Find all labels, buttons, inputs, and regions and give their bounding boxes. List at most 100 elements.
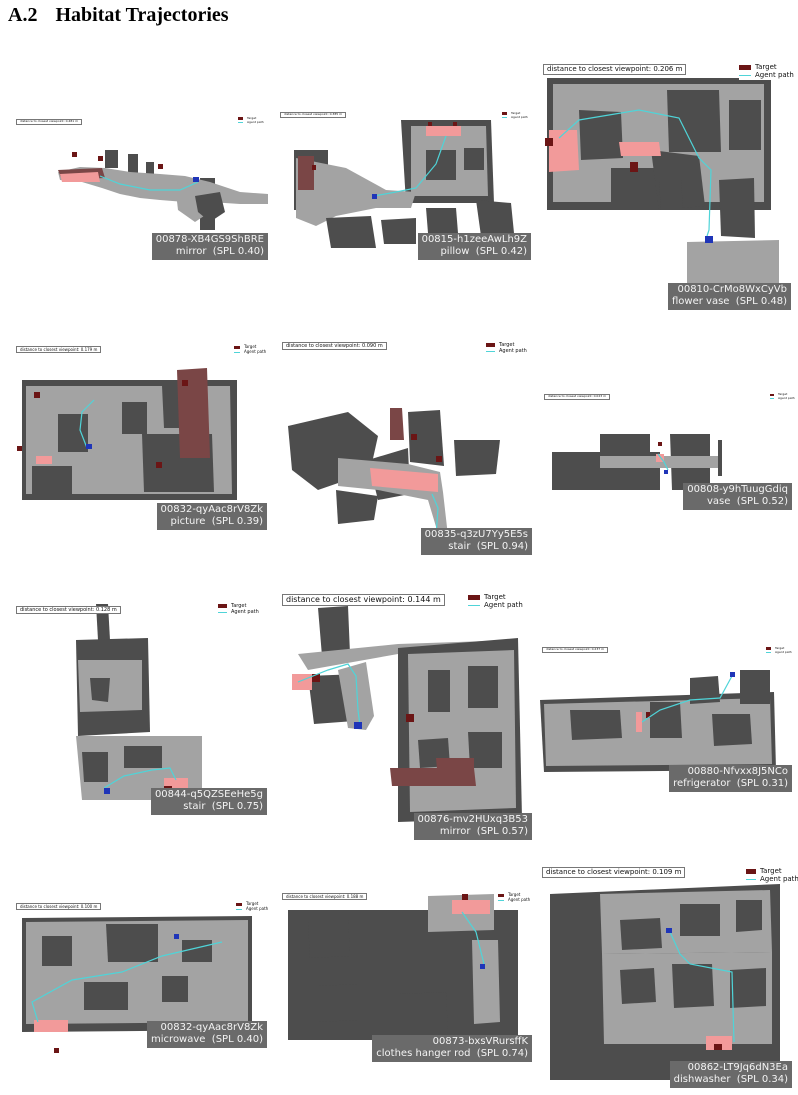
target-swatch [218, 604, 227, 608]
trajectory-panel-8: distance to closest viewpoint: 0.144 m T… [278, 590, 532, 840]
floor-region [338, 662, 374, 730]
trajectory-panel-5: distance to closest viewpoint: 0.090 m T… [278, 340, 532, 555]
target-marker [411, 434, 417, 440]
spl-score: (SPL 0.57) [476, 825, 528, 837]
legend-path-label: Agent path [778, 395, 795, 400]
legend: Target Agent path [766, 646, 792, 655]
wall-region [659, 180, 683, 210]
wall-region [368, 930, 408, 970]
map-10 [22, 916, 252, 1053]
agent-path-line [31, 941, 223, 1023]
agent-path-line [103, 767, 177, 789]
legend-target-label: Target [246, 901, 259, 906]
legend-path-label: Agent path [247, 119, 264, 124]
trajectory-panel-2: distance to closest viewpoint: 0.385 m T… [276, 108, 531, 260]
target-swatch [770, 393, 774, 396]
scene-id: 00844-q5QZSEeHe5g [154, 788, 263, 800]
wall-region [600, 434, 650, 456]
target-object: pillow [440, 245, 470, 257]
start-marker [193, 177, 199, 182]
target-object: vase [707, 495, 731, 507]
legend-target-label: Target [231, 603, 247, 609]
distance-readout: distance to closest viewpoint: 0.206 m [543, 64, 687, 75]
viewpoint-region [549, 130, 579, 172]
trajectory-caption: 00835-q3zU7Yy5E5s stair (SPL 0.94) [420, 527, 532, 555]
legend: Target Agent path [739, 63, 794, 80]
legend-target-label: Target [484, 593, 506, 601]
wall-region [162, 976, 188, 1002]
section-title: Habitat Trajectories [55, 4, 229, 26]
target-swatch [502, 112, 507, 116]
distance-readout: distance to closest viewpoint: 0.385 m [280, 112, 347, 118]
legend: Target Agent path [498, 892, 531, 903]
map-2 [294, 120, 514, 248]
trajectory-panel-12: distance to closest viewpoint: 0.109 m T… [540, 864, 798, 1088]
agent-path-line [461, 911, 485, 965]
spl-score: (SPL 0.34) [736, 1073, 788, 1085]
target-object: stair [448, 540, 471, 552]
target-object: flower vase [671, 295, 730, 307]
legend-path-label: Agent path [755, 71, 794, 80]
target-swatch [746, 868, 756, 874]
trajectory-caption: 00844-q5QZSEeHe5g stair (SPL 0.75) [150, 787, 267, 815]
agent-path-swatch [502, 116, 507, 118]
viewpoint-region [34, 1020, 68, 1032]
wall-region [476, 200, 514, 236]
wall-region [398, 992, 448, 1038]
trajectory-panel-1: distance to closest viewpoint: 0.481 m T… [10, 112, 268, 260]
distance-readout: distance to closest viewpoint: 0.128 m [16, 606, 121, 615]
target-marker [182, 380, 188, 386]
wall-region [729, 100, 761, 150]
agent-path-swatch [746, 879, 756, 881]
wall-region [426, 208, 458, 233]
wall-region [82, 752, 108, 782]
scene-id: 00873-bxsVRursffK [432, 1035, 528, 1047]
trajectory-caption: 00878-XB4GS9ShBRE mirror (SPL 0.40) [151, 232, 268, 260]
wall-region [719, 178, 755, 238]
trajectory-panel-4: distance to closest viewpoint: 0.179 m T… [12, 340, 267, 530]
map-3 [545, 78, 779, 290]
target-marker [34, 392, 40, 398]
wall-region [454, 440, 500, 476]
target-marker [658, 442, 662, 446]
wall-region [381, 218, 416, 244]
wall-region [736, 900, 762, 932]
target-swatch [486, 343, 495, 347]
target-swatch [498, 893, 504, 897]
target-marker [72, 152, 77, 157]
legend-target-label: Target [775, 646, 785, 650]
spl-score: (SPL 0.52) [736, 495, 788, 507]
target-marker [428, 122, 432, 126]
legend: Target Agent path [770, 392, 795, 401]
target-marker [54, 1048, 59, 1053]
spl-score: (SPL 0.94) [476, 540, 528, 552]
legend-path-label: Agent path [246, 905, 269, 911]
map-1 [58, 150, 268, 230]
agent-path-swatch [739, 75, 751, 77]
distance-readout: distance to closest viewpoint: 0.109 m [542, 867, 686, 878]
floor-region [472, 940, 500, 1024]
wall-region [667, 90, 721, 152]
trajectory-caption: 00880-Nfvxx8J5NCo refrigerator (SPL 0.31… [669, 764, 792, 792]
distance-readout: distance to closest viewpoint: 0.179 m [16, 346, 102, 353]
wall-region [718, 440, 722, 476]
agent-path-line [669, 931, 735, 1043]
start-marker [372, 194, 377, 199]
legend-path-label: Agent path [508, 896, 531, 902]
wall-region [122, 402, 147, 434]
wall-region [42, 936, 72, 966]
wall-region [464, 148, 484, 170]
legend-path-label: Agent path [499, 348, 527, 354]
wall-region [326, 216, 376, 248]
wall-region [680, 904, 720, 936]
viewpoint-region [60, 172, 100, 182]
viewpoint-region [636, 712, 642, 732]
wall-region [740, 670, 770, 704]
trajectory-panel-10: distance to closest viewpoint: 0.100 m T… [12, 898, 269, 1053]
viewpoint-region [706, 1036, 732, 1050]
viewpoint-region [370, 468, 438, 492]
distance-readout: distance to closest viewpoint: 0.100 m [16, 903, 102, 910]
scene-id: 00862-LT9Jq6dN3Ea [687, 1061, 788, 1073]
target-region [298, 156, 314, 190]
trajectory-panel-7: distance to closest viewpoint: 0.128 m T… [12, 600, 267, 815]
